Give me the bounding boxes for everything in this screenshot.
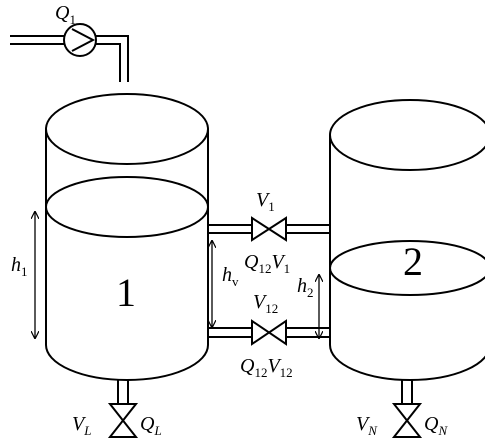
- valve-v12-label: V12: [253, 291, 278, 316]
- tank-1-label: 1: [116, 270, 136, 315]
- h2-label: h2: [297, 275, 314, 300]
- pump-icon: [63, 23, 97, 57]
- valve-vl-icon: [107, 403, 139, 438]
- flow-qn-label: QN: [424, 413, 448, 438]
- lower-connecting-pipe: [208, 327, 330, 338]
- tank-2: [329, 99, 485, 381]
- tank-1-water-level: [45, 176, 209, 238]
- valve-v1-icon: [251, 216, 287, 242]
- valve-vn-icon: [391, 403, 423, 438]
- flow-q12-v12-label: Q12V12: [240, 355, 293, 380]
- hv-label: hv: [222, 264, 239, 289]
- flow-q12-v1-label: Q12V1: [244, 251, 290, 276]
- valve-vl-label: VL: [72, 413, 91, 438]
- flow-ql-label: QL: [140, 413, 162, 438]
- tank-2-label: 2: [403, 239, 423, 284]
- upper-connecting-pipe: [208, 224, 330, 234]
- valve-vn-label: VN: [356, 413, 378, 438]
- pump-label: Q1: [55, 2, 76, 27]
- inlet-pipe: [10, 35, 129, 82]
- h1-label: h1: [11, 254, 28, 279]
- right-drain-pipe: [401, 379, 413, 404]
- left-drain-pipe: [117, 379, 129, 404]
- tank-2-water-level: [329, 240, 485, 296]
- valve-v1-label: V1: [256, 189, 275, 214]
- valve-v12-icon: [251, 319, 287, 346]
- tank-1: [45, 93, 209, 381]
